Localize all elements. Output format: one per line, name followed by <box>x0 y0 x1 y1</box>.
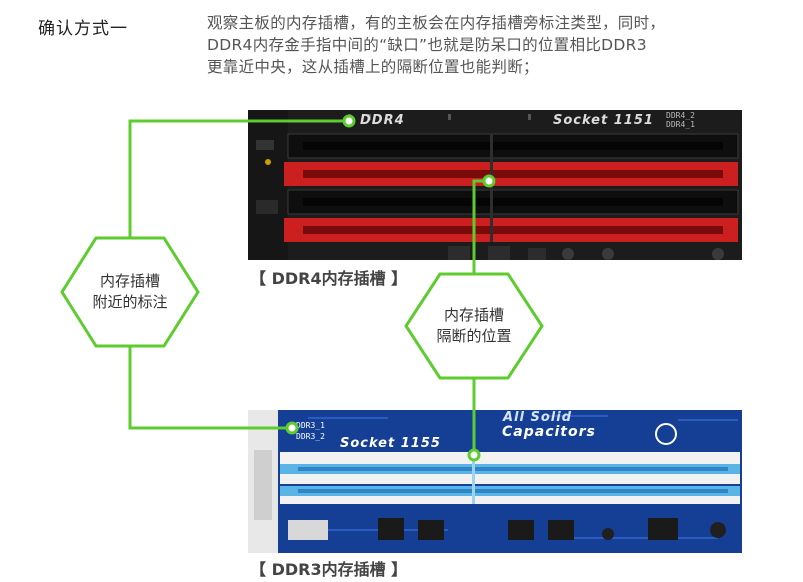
right-callout-line-1: 内存插槽 <box>443 306 504 324</box>
ddr3-slot-labels: DDR3_1 DDR3_2 <box>296 420 325 442</box>
ddr4-socket-label: Socket 1151 <box>553 113 654 128</box>
description-paragraph: 观察主板的内存插槽，有的主板会在内存插槽旁标注类型，同时， DDR4内存金手指中… <box>207 12 767 78</box>
section-heading: 确认方式一 <box>38 19 128 39</box>
left-callout-text: 内存插槽 附近的标注 <box>80 271 180 313</box>
right-callout-line-2: 隔断的位置 <box>436 327 512 345</box>
ddr3-silk-top: All Solid <box>503 410 573 425</box>
ddr4-slot-label: DDR4_1 <box>666 120 695 129</box>
ddr4-board-image: DDR4 Socket 1151 DDR4_2 DDR4_1 <box>248 110 742 260</box>
ddr3-silk-capacitors: Capacitors <box>502 424 596 440</box>
ddr3-board-graphic <box>248 410 742 553</box>
ddr4-board-graphic <box>248 110 742 260</box>
ddr4-caption: 【 DDR4内存插槽 】 <box>250 269 408 288</box>
left-callout-line-2: 附近的标注 <box>92 293 168 311</box>
ddr3-socket-label: Socket 1155 <box>340 436 441 451</box>
right-callout-text: 内存插槽 隔断的位置 <box>424 305 524 347</box>
callout-lines <box>128 114 496 462</box>
description-line-1: 观察主板的内存插槽，有的主板会在内存插槽旁标注类型，同时， <box>207 14 666 32</box>
description-line-3: 更靠近中央，这从插槽上的隔断位置也能判断； <box>207 58 539 76</box>
ddr3-board-image: All Solid Capacitors Socket 1155 DDR3_1 … <box>248 410 742 553</box>
left-callout-line-1: 内存插槽 <box>99 272 160 290</box>
right-callout-hexagon <box>404 272 544 380</box>
ddr3-slot-label: DDR3_1 <box>296 421 325 430</box>
ddr3-slot-label: DDR3_2 <box>296 432 325 441</box>
description-line-2: DDR4内存金手指中间的“缺口”也就是防呆口的位置相比DDR3 <box>207 36 647 54</box>
left-callout-hexagon <box>60 236 200 348</box>
ddr4-slot-label: DDR4_2 <box>666 111 695 120</box>
ddr4-slot-labels: DDR4_2 DDR4_1 <box>666 111 695 129</box>
ddr4-slots <box>284 133 739 242</box>
ddr4-silk-label: DDR4 <box>360 113 405 128</box>
ddr3-slots <box>280 452 740 504</box>
ddr3-caption: 【 DDR3内存插槽 】 <box>250 560 408 579</box>
